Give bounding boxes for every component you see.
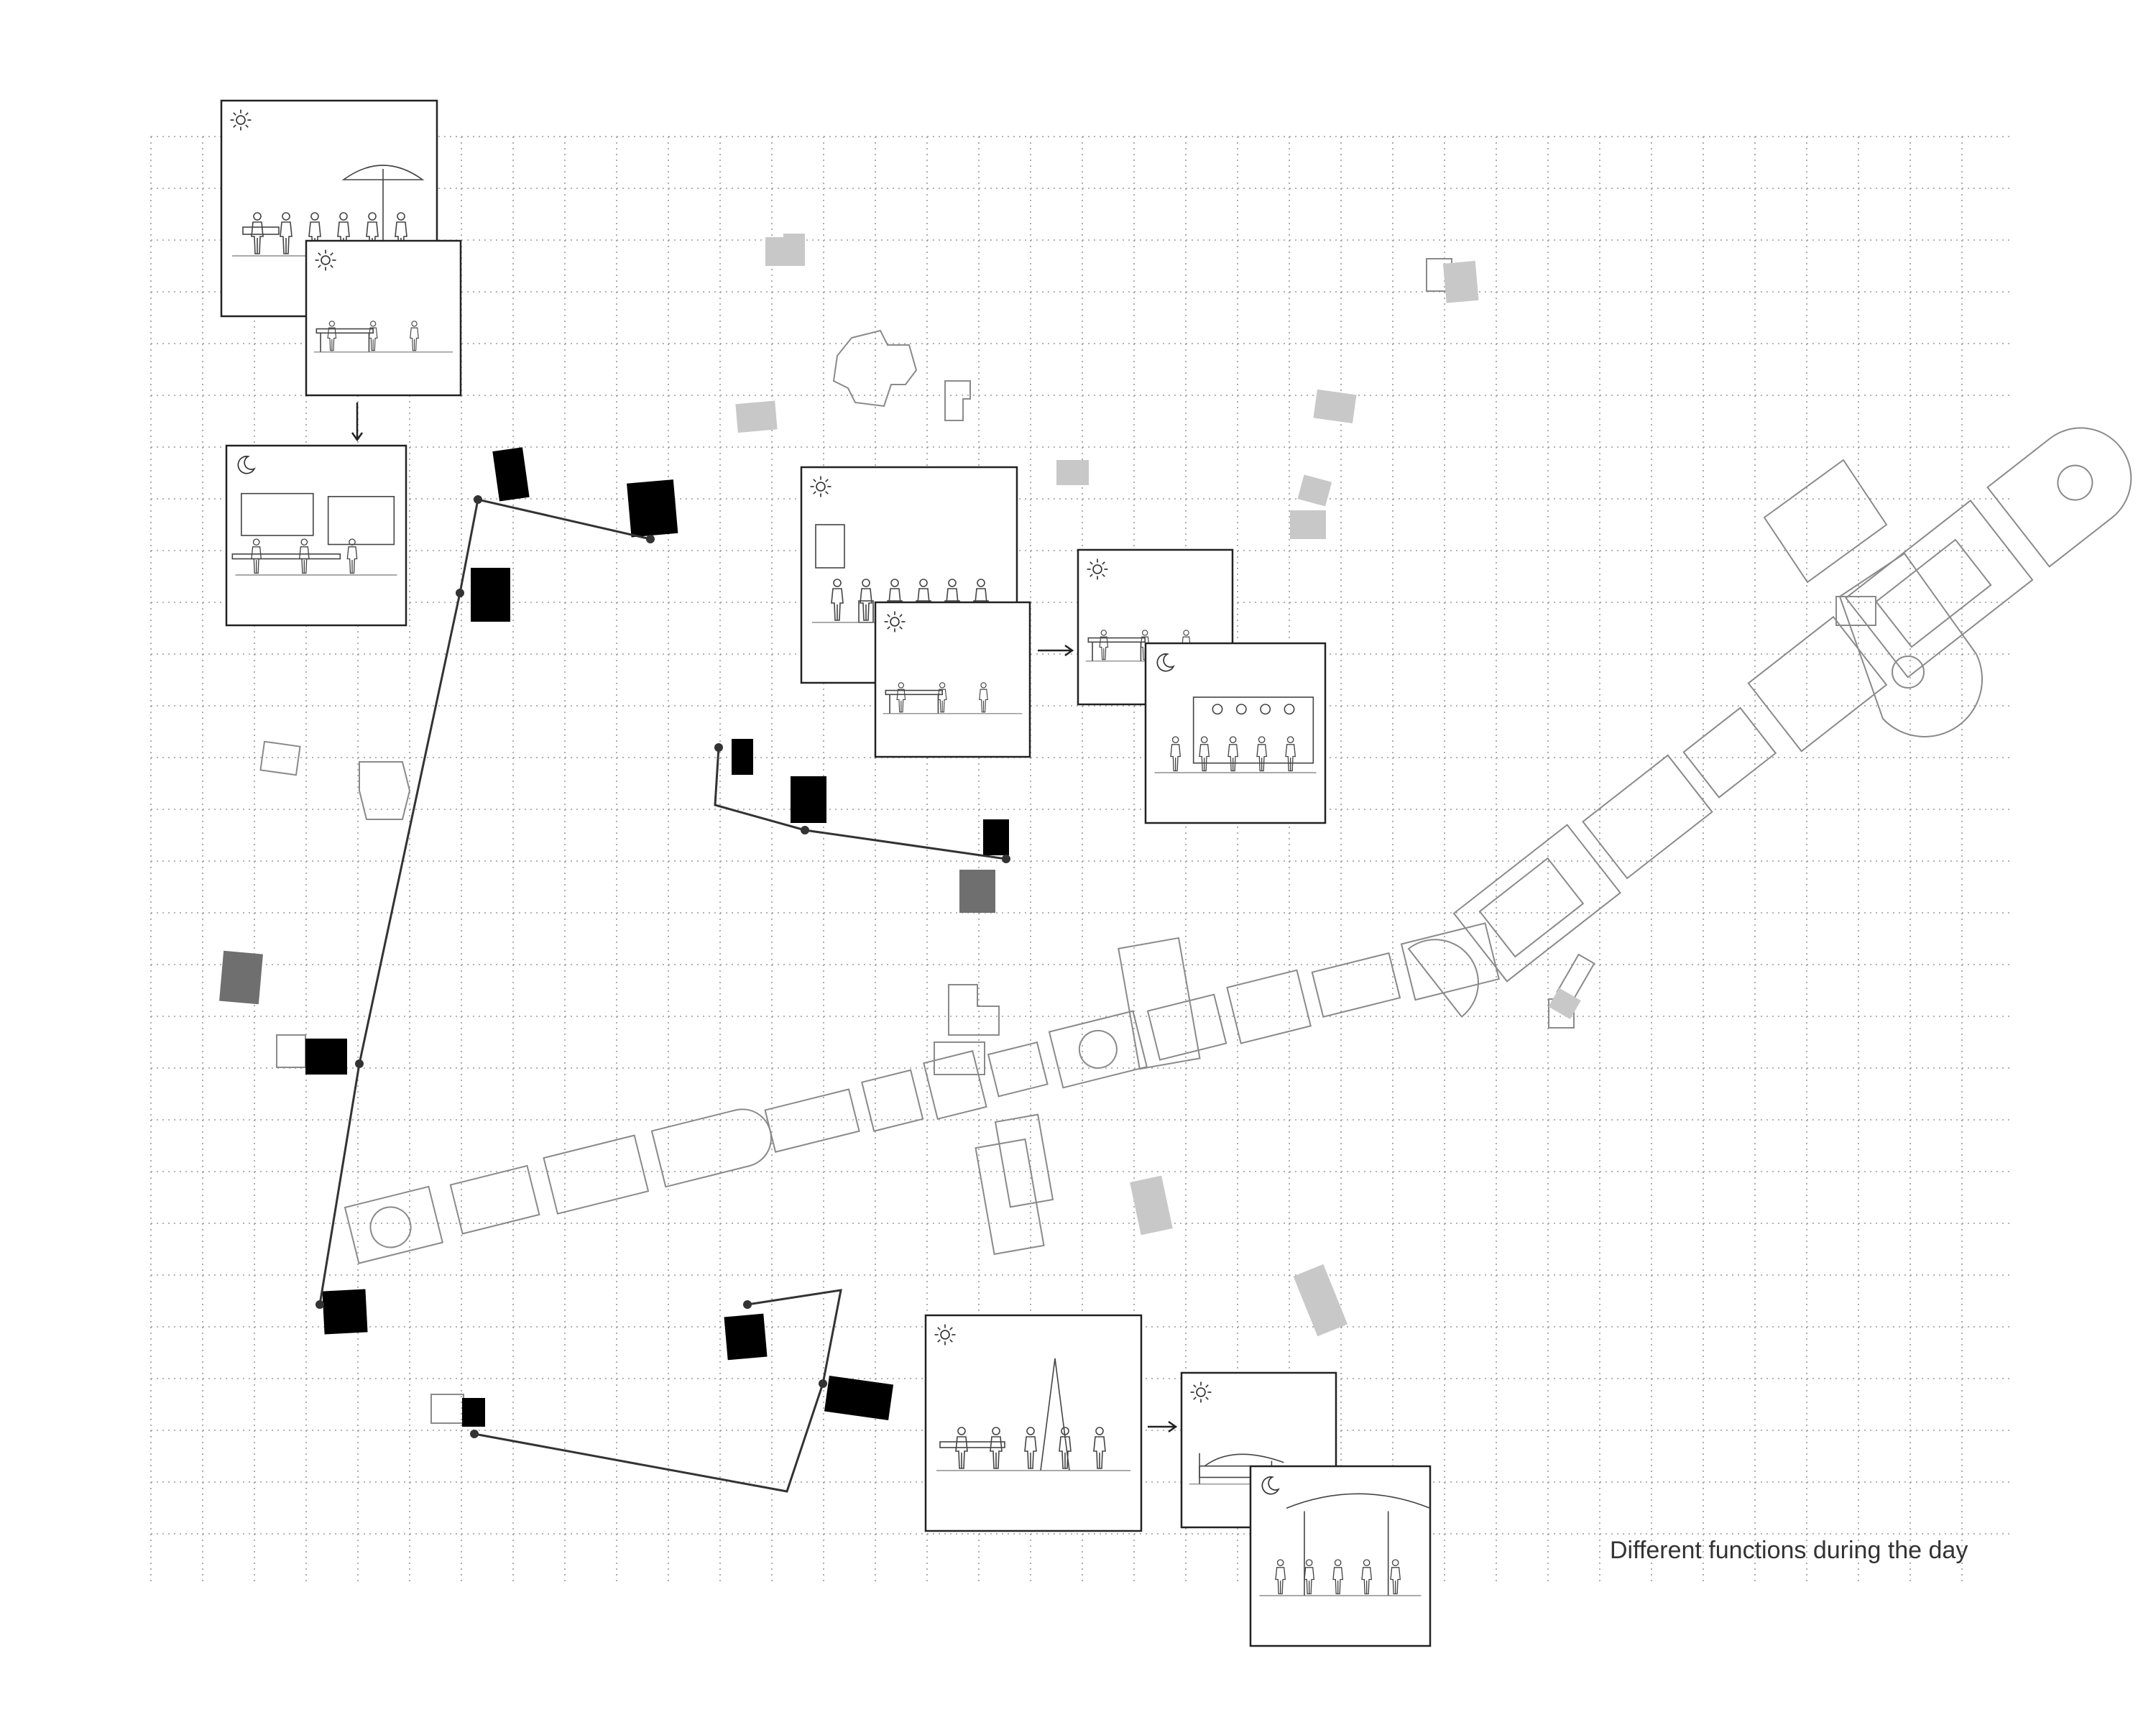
route-stop-10 xyxy=(819,1379,827,1388)
arrow-icon xyxy=(1038,644,1074,657)
studio-vignette xyxy=(924,1314,1143,1532)
route-line-2 xyxy=(714,747,1007,860)
route-stop-1 xyxy=(646,535,655,543)
route-stop-5 xyxy=(315,1300,324,1309)
route-stop-2 xyxy=(474,495,482,504)
function-vignettes xyxy=(220,99,1432,1647)
route-stop-6 xyxy=(714,743,723,752)
arrow-icon xyxy=(351,402,364,442)
route-line-3 xyxy=(474,1289,842,1493)
performance-vignette xyxy=(1249,1465,1432,1647)
route-stop-9 xyxy=(743,1300,752,1309)
route-stop-11 xyxy=(470,1430,479,1438)
building-blocks xyxy=(219,234,1581,1427)
arrow-icon xyxy=(1148,1420,1178,1433)
route-stop-4 xyxy=(355,1059,364,1068)
cinema-vignette xyxy=(225,444,407,627)
route-stop-7 xyxy=(801,826,809,834)
route-stop-3 xyxy=(456,589,464,597)
workshop-vignette xyxy=(305,239,462,397)
building-outlines xyxy=(259,258,2132,1424)
diagram-caption: Different functions during the day xyxy=(1610,1537,1968,1564)
route-stops xyxy=(315,495,1010,1438)
bar-vignette xyxy=(1144,642,1327,824)
study-vignette xyxy=(874,601,1031,758)
route-stop-8 xyxy=(1002,855,1010,863)
